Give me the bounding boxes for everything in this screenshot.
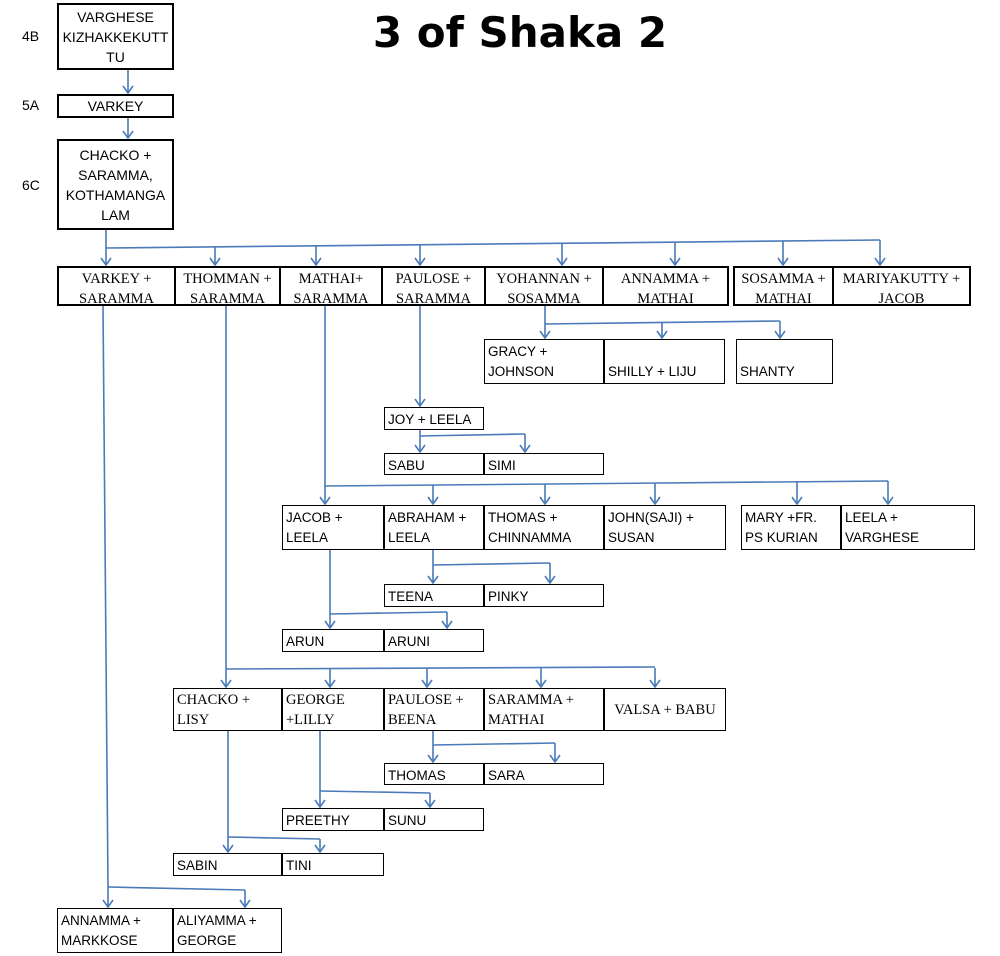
connector-line-19 <box>419 433 526 437</box>
arrow-head <box>535 679 547 689</box>
grandchild-leela-varghese: LEELA + VARGHESE <box>841 505 975 550</box>
great-grandchild-sabu: SABU <box>384 453 484 475</box>
arrow-head <box>882 496 894 506</box>
arrow-head <box>427 754 439 764</box>
great-grandchild-thomas: THOMAS <box>384 763 484 785</box>
grandchild-valsa-babu: VALSA + BABU <box>604 688 726 731</box>
connector-line-35 <box>329 611 448 615</box>
arrow-head <box>122 85 134 95</box>
great-grandchild-pinky: PINKY <box>484 584 604 607</box>
great-grandchild-teena: TEENA <box>384 584 484 607</box>
grandchild-aliyamma-george: ALIYAMMA + GEORGE <box>173 908 282 953</box>
arrow-head <box>310 257 322 267</box>
grandchild-mary-fr-ps-kurian: MARY +FR. PS KURIAN <box>741 505 841 550</box>
great-grandchild-sunu: SUNU <box>384 808 484 831</box>
connector-line-46 <box>432 742 556 746</box>
connector-line-39 <box>225 666 656 670</box>
grandchild-annamma-markkose: ANNAMMA + MARKKOSE <box>57 908 173 953</box>
arrow-head <box>539 496 551 506</box>
great-grandchild-tini: TINI <box>282 853 384 876</box>
grandchild-shanty: SHANTY <box>736 339 833 384</box>
arrow-head <box>319 496 331 506</box>
arrow-head <box>424 799 436 809</box>
generation-label-5a: 5A <box>22 97 40 113</box>
connector-line-31 <box>432 562 551 566</box>
ancestor-chacko-saramma: CHACKO + SARAMMA, KOTHAMANGA LAM <box>57 139 174 230</box>
arrow-head <box>544 575 556 585</box>
arrow-head <box>656 330 668 340</box>
connector-line-50 <box>319 790 431 794</box>
arrow-head <box>777 257 789 267</box>
child-sosamma-mathai: SOSAMMA + MATHAI <box>733 266 833 306</box>
arrow-head <box>427 496 439 506</box>
arrow-head <box>421 679 433 689</box>
arrow-head <box>427 575 439 585</box>
connector-line-23 <box>324 480 889 487</box>
arrow-head <box>774 330 786 340</box>
generation-label-6c: 6C <box>22 177 40 193</box>
arrow-head <box>414 257 426 267</box>
arrow-head <box>791 496 803 506</box>
arrow-head <box>519 444 531 454</box>
grandchild-thomas-chinnamma: THOMAS + CHINNAMMA <box>484 505 604 550</box>
arrow-head <box>222 844 234 854</box>
grandchild-chacko-lisy: CHACKO + LISY <box>173 688 282 731</box>
ancestor-varghese: VARGHESE KIZHAKKEKUTT TU <box>57 3 174 70</box>
child-paulose-saramma: PAULOSE + SARAMMA <box>382 266 485 306</box>
page-title: 3 of Shaka 2 <box>372 8 668 57</box>
grandchild-shilly-liju: SHILLY + LIJU <box>604 339 725 384</box>
arrow-head <box>220 679 232 689</box>
arrow-head <box>414 444 426 454</box>
child-thomman-saramma: THOMMAN + SARAMMA <box>175 266 280 306</box>
child-mathai-saramma: MATHAI+ SARAMMA <box>280 266 382 306</box>
arrow-head <box>649 496 661 506</box>
connector-line-58 <box>107 886 246 891</box>
ancestor-varkey: VARKEY <box>57 94 174 118</box>
arrow-head <box>239 899 251 909</box>
grandchild-john-saji-susan: JOHN(SAJI) + SUSAN <box>604 505 726 550</box>
connector-line-57 <box>102 305 109 888</box>
arrow-head <box>549 754 561 764</box>
grandchild-gracy-johnson: GRACY + JOHNSON <box>484 339 604 384</box>
great-grandchild-sabin: SABIN <box>173 853 282 876</box>
great-grandchild-sara: SARA <box>484 763 604 785</box>
grandchild-george-lilly: GEORGE +LILLY <box>282 688 384 731</box>
child-mariyakutty-jacob: MARIYAKUTTY + JACOB <box>833 266 971 306</box>
grandchild-saramma-mathai: SARAMMA + MATHAI <box>484 688 604 731</box>
arrow-head <box>324 679 336 689</box>
arrow-head <box>874 257 886 267</box>
arrow-head <box>314 844 326 854</box>
grandchild-abraham-leela: ABRAHAM + LEELA <box>384 505 484 550</box>
generation-label-4b: 4B <box>22 28 40 44</box>
grandchild-joy-leela: JOY + LEELA <box>384 407 484 430</box>
grandchild-paulose-beena: PAULOSE + BEENA <box>384 688 484 731</box>
arrow-head <box>441 620 453 630</box>
child-varkey-saramma: VARKEY + SARAMMA <box>57 266 175 306</box>
arrow-head <box>122 130 134 140</box>
child-annamma-mathai: ANNAMMA + MATHAI <box>603 266 729 306</box>
arrow-head <box>209 257 221 267</box>
connector-line-3 <box>105 239 881 249</box>
arrow-head <box>414 398 426 408</box>
arrow-head <box>649 679 661 689</box>
arrow-head <box>556 257 568 267</box>
grandchild-jacob-leela: JACOB + LEELA <box>282 505 384 550</box>
great-grandchild-aruni: ARUNI <box>384 629 484 652</box>
arrow-head <box>669 257 681 267</box>
great-grandchild-simi: SIMI <box>484 453 604 475</box>
arrow-head <box>102 899 114 909</box>
great-grandchild-arun: ARUN <box>282 629 384 652</box>
arrow-head <box>539 330 551 340</box>
great-grandchild-preethy: PREETHY <box>282 808 384 831</box>
connector-line-54 <box>227 836 321 840</box>
arrow-head <box>314 799 326 809</box>
child-yohannan-sosamma: YOHANNAN + SOSAMMA <box>485 266 603 306</box>
connector-line-13 <box>544 320 781 325</box>
arrow-head <box>324 620 336 630</box>
